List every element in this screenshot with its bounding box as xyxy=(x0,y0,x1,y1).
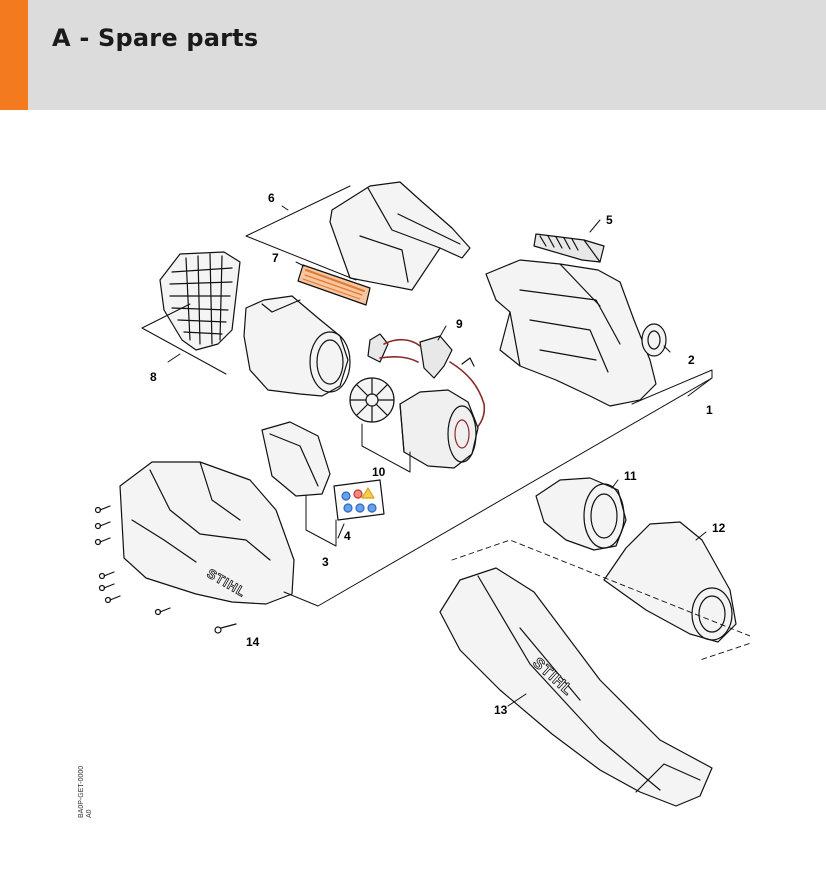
brand-accent-bar xyxy=(0,0,28,110)
callout-5: 5 xyxy=(606,213,613,227)
callout-13: 13 xyxy=(494,703,508,717)
callout-11: 11 xyxy=(624,469,637,483)
part-9-switch-wiring xyxy=(367,333,486,435)
callout-1: 1 xyxy=(706,403,713,417)
part-13-blower-tube xyxy=(439,567,713,807)
callout-2: 2 xyxy=(688,353,695,367)
fan-housing xyxy=(243,295,351,397)
part-2-ring xyxy=(641,323,667,357)
part-1-handle-frame xyxy=(485,259,657,407)
part-10-fan-motor xyxy=(349,377,479,469)
part-11-nozzle-adapter xyxy=(535,477,627,551)
callout-7: 7 xyxy=(272,251,279,265)
callout-12: 12 xyxy=(712,521,726,535)
part-4-warning-sticker xyxy=(333,479,385,521)
part-3-inlet-cover xyxy=(261,421,331,497)
callout-8: 8 xyxy=(150,370,157,384)
callout-6: 6 xyxy=(268,191,275,205)
part-8-grille xyxy=(159,251,241,351)
callout-10: 10 xyxy=(372,465,386,479)
part-14-screw xyxy=(214,623,237,634)
part-12-nozzle xyxy=(603,521,737,643)
document-code-line2: A0 xyxy=(86,809,93,818)
nozzle-group-outline xyxy=(451,539,750,661)
document-code: BA0P-GET-0000 A0 xyxy=(78,766,94,818)
page-header xyxy=(0,0,826,110)
callout-3: 3 xyxy=(322,555,329,569)
exploded-parts-diagram: STIHL STIHL 1 2 3 4 5 6 7 8 9 10 11 12 1… xyxy=(80,150,750,820)
part-6-upper-cover xyxy=(329,181,471,291)
callout-9: 9 xyxy=(456,317,463,331)
lower-housing xyxy=(119,461,295,605)
part-7-label xyxy=(297,264,371,306)
document-code-line1: BA0P-GET-0000 xyxy=(78,765,85,818)
page-title: A - Spare parts xyxy=(52,24,259,52)
callout-4: 4 xyxy=(344,529,351,543)
housing-screws xyxy=(94,505,171,616)
leader-lines xyxy=(141,185,713,707)
callout-14: 14 xyxy=(246,635,260,649)
part-5-handle-grip xyxy=(533,233,605,263)
